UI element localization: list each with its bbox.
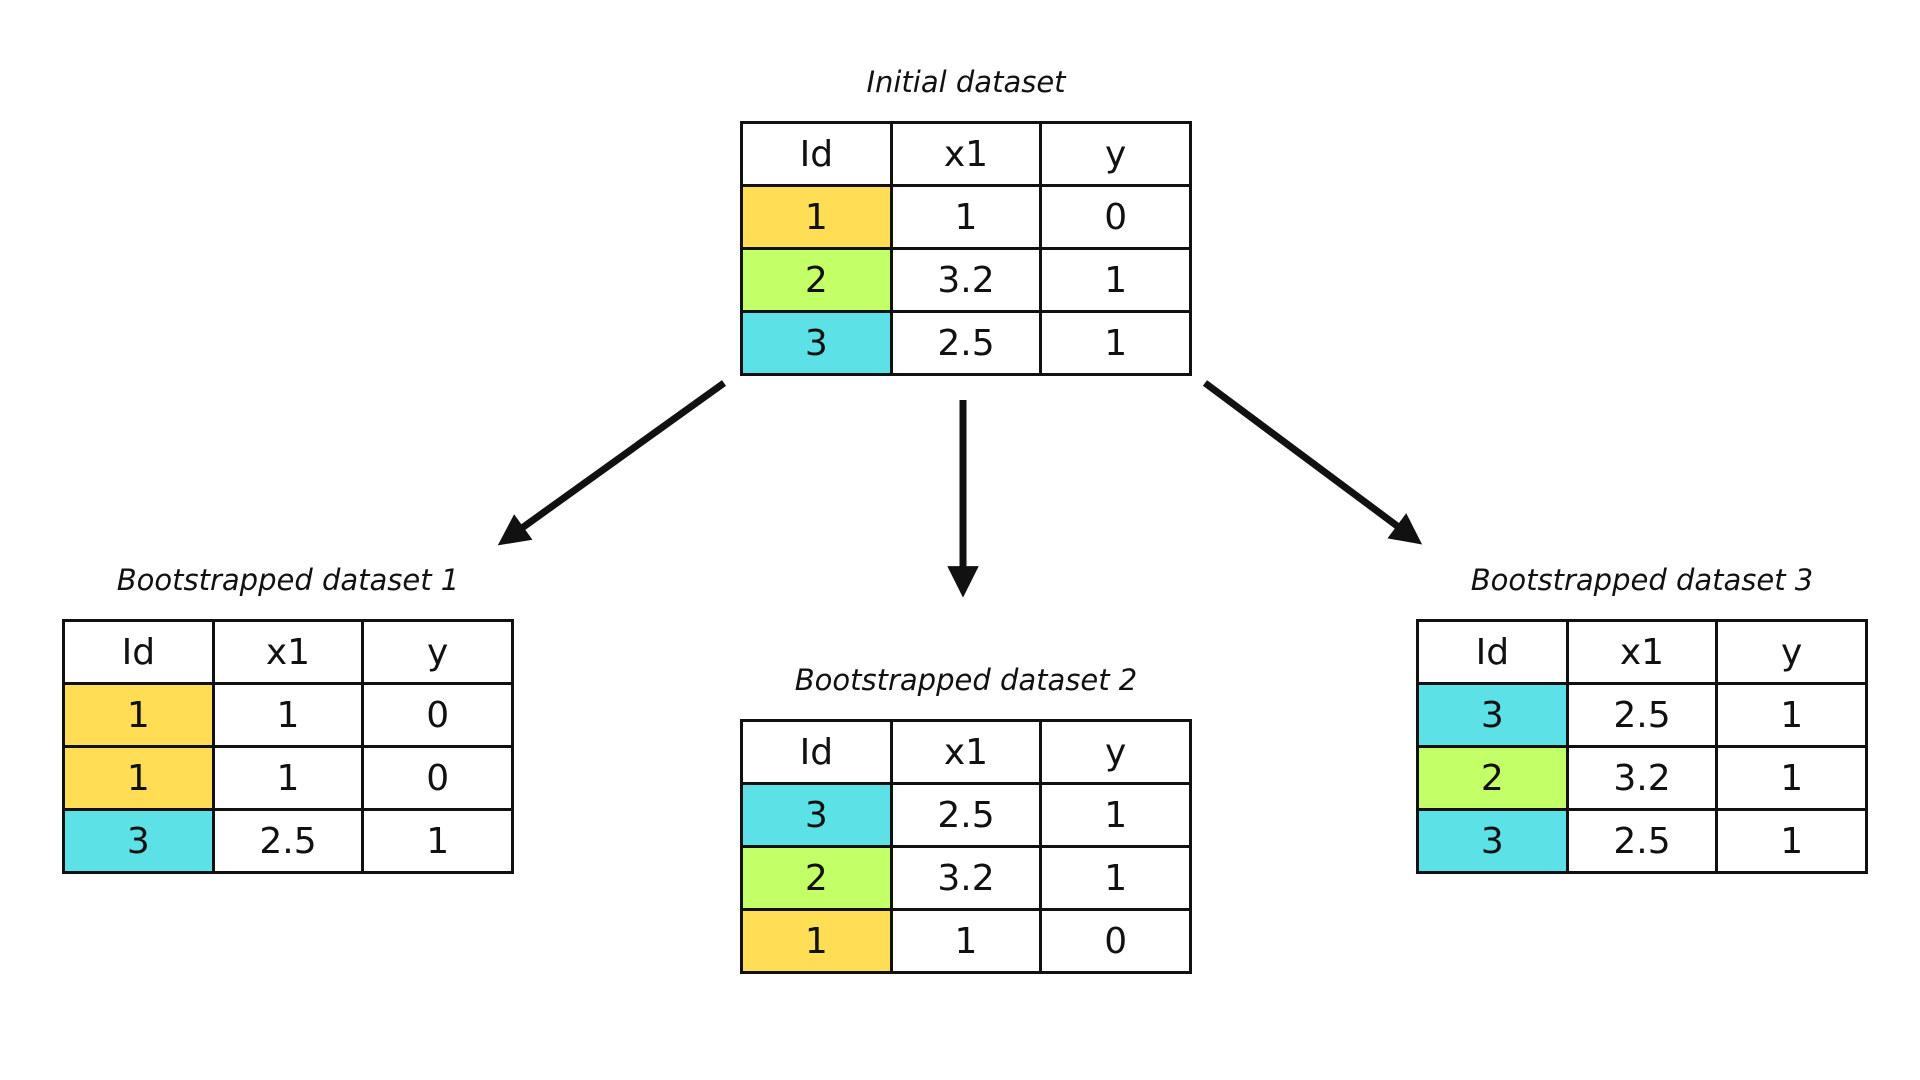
header-row: Id x1 y [740,719,1192,785]
x1-cell: 3.2 [1565,745,1719,811]
bootstrapped-dataset-3-block: Bootstrapped dataset 3 Id x1 y 3 2.5 1 2… [1416,566,1868,874]
x1-cell: 2.5 [211,808,365,874]
table-row: 3 2.5 1 [62,808,514,874]
y-cell: 1 [1039,310,1192,376]
table-row: 1 1 0 [62,682,514,748]
table-row: 3 2.5 1 [740,310,1192,376]
bootstrapped-dataset-1-table: Id x1 y 1 1 0 1 1 0 3 2.5 1 [62,619,514,874]
y-cell: 1 [1715,808,1868,874]
table-row: 3 2.5 1 [740,782,1192,848]
x1-cell: 2.5 [889,782,1043,848]
header-cell-x1: x1 [1565,619,1719,685]
table-row: 1 1 0 [62,745,514,811]
y-cell: 1 [361,808,514,874]
x1-cell: 1 [889,184,1043,250]
initial-dataset-title: Initial dataset [866,65,1066,99]
bootstrapped-dataset-2-title: Bootstrapped dataset 2 [794,663,1138,697]
id-cell: 1 [740,908,893,974]
x1-cell: 1 [211,682,365,748]
x1-cell: 1 [211,745,365,811]
id-cell: 3 [740,310,893,376]
table-row: 2 3.2 1 [740,845,1192,911]
arrow-to-bootstrapped-1 [497,380,727,546]
bootstrapped-dataset-2-table: Id x1 y 3 2.5 1 2 3.2 1 1 1 0 [740,719,1192,974]
id-cell: 3 [1416,682,1569,748]
id-cell: 1 [62,682,215,748]
x1-cell: 1 [889,908,1043,974]
id-cell: 3 [1416,808,1569,874]
table-row: 3 2.5 1 [1416,808,1868,874]
x1-cell: 2.5 [889,310,1043,376]
bootstrapped-dataset-3-title: Bootstrapped dataset 3 [1470,563,1814,597]
y-cell: 1 [1715,745,1868,811]
header-cell-x1: x1 [889,121,1043,187]
header-cell-x1: x1 [889,719,1043,785]
header-cell-y: y [1715,619,1868,685]
bootstrapped-dataset-1-block: Bootstrapped dataset 1 Id x1 y 1 1 0 1 1… [62,566,514,874]
x1-cell: 3.2 [889,247,1043,313]
id-cell: 3 [740,782,893,848]
y-cell: 1 [1039,782,1192,848]
header-row: Id x1 y [740,121,1192,187]
header-cell-x1: x1 [211,619,365,685]
id-cell: 2 [1416,745,1569,811]
header-cell-y: y [1039,121,1192,187]
y-cell: 1 [1715,682,1868,748]
header-cell-id: Id [1416,619,1569,685]
id-cell: 1 [62,745,215,811]
table-row: 2 3.2 1 [1416,745,1868,811]
table-row: 2 3.2 1 [740,247,1192,313]
bootstrapped-dataset-1-title: Bootstrapped dataset 1 [116,563,460,597]
header-cell-y: y [361,619,514,685]
initial-dataset-block: Initial dataset Id x1 y 1 1 0 2 3.2 1 3 … [740,68,1192,376]
y-cell: 1 [1039,845,1192,911]
header-cell-id: Id [740,719,893,785]
bootstrapped-dataset-2-block: Bootstrapped dataset 2 Id x1 y 3 2.5 1 2… [740,666,1192,974]
y-cell: 0 [361,745,514,811]
y-cell: 1 [1039,247,1192,313]
table-row: 1 1 0 [740,184,1192,250]
header-cell-id: Id [740,121,893,187]
table-row: 1 1 0 [740,908,1192,974]
table-row: 3 2.5 1 [1416,682,1868,748]
y-cell: 0 [1039,184,1192,250]
id-cell: 3 [62,808,215,874]
y-cell: 0 [1039,908,1192,974]
header-cell-id: Id [62,619,215,685]
header-row: Id x1 y [1416,619,1868,685]
x1-cell: 3.2 [889,845,1043,911]
id-cell: 2 [740,845,893,911]
header-cell-y: y [1039,719,1192,785]
x1-cell: 2.5 [1565,682,1719,748]
header-row: Id x1 y [62,619,514,685]
bootstrapped-dataset-3-table: Id x1 y 3 2.5 1 2 3.2 1 3 2.5 1 [1416,619,1868,874]
initial-dataset-table: Id x1 y 1 1 0 2 3.2 1 3 2.5 1 [740,121,1192,376]
id-cell: 1 [740,184,893,250]
id-cell: 2 [740,247,893,313]
arrow-to-bootstrapped-3 [1202,380,1423,545]
y-cell: 0 [361,682,514,748]
x1-cell: 2.5 [1565,808,1719,874]
